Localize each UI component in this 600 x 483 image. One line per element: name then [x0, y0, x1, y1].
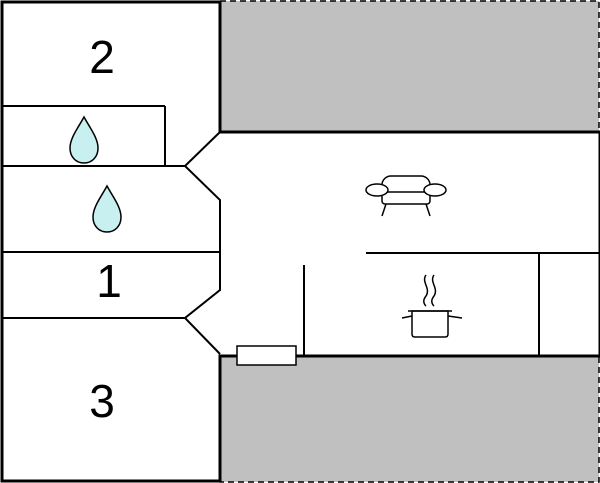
outdoor-area-top — [219, 0, 600, 133]
room-number-1: 1 — [96, 255, 122, 307]
entrance-door — [236, 345, 297, 366]
hallway-wall-bottom — [183, 252, 221, 355]
hallway-wall-top — [183, 131, 221, 252]
outdoor-area-bottom — [219, 355, 600, 483]
water-drop-icon — [69, 115, 99, 164]
room-number-2: 2 — [89, 31, 115, 83]
sofa-icon — [365, 175, 447, 217]
cooking-pot-icon — [401, 274, 463, 338]
water-drop-icon — [92, 184, 122, 233]
room-number-3: 3 — [89, 375, 115, 427]
